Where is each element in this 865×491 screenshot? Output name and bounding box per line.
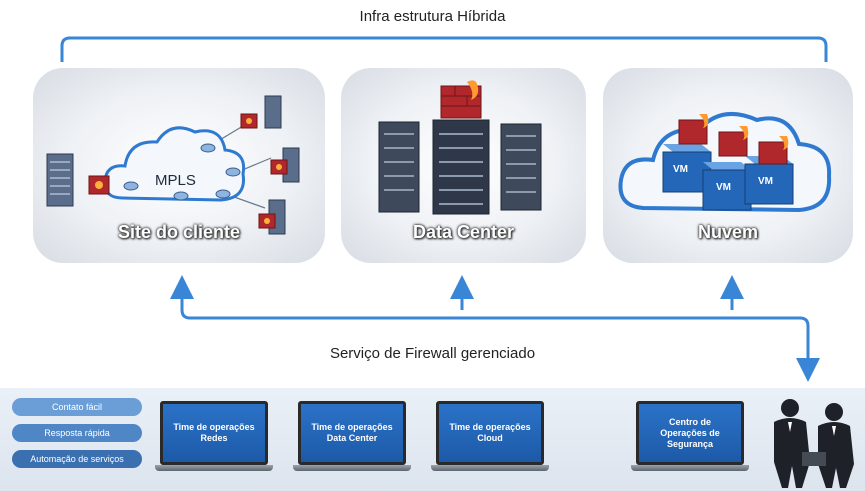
pill-resposta-rapida: Resposta rápida <box>12 424 142 442</box>
panel-data-center: Data Center <box>341 68 586 263</box>
vm-block-icon <box>662 144 794 211</box>
panel-label-nuvem: Nuvem <box>697 222 759 242</box>
firewall-icon <box>440 80 482 119</box>
laptop-base-icon <box>631 465 749 471</box>
laptop-time-data-center: Time de operações Data Center <box>293 401 411 471</box>
firewall-icon <box>678 119 788 165</box>
team-label: Centro de Operações de Segurança <box>636 401 744 465</box>
vm-label: VM <box>673 164 688 175</box>
server-rack-icon <box>46 153 74 207</box>
laptop-time-redes: Time de operações Redes <box>155 401 273 471</box>
laptop-time-cloud: Time de operações Cloud <box>431 401 549 471</box>
panel-label-site-do-cliente: Site do cliente <box>117 222 241 242</box>
data-center-graphic <box>378 80 542 215</box>
top-bracket <box>60 36 828 62</box>
team-label: Time de operações Cloud <box>436 401 544 465</box>
laptop-base-icon <box>431 465 549 471</box>
laptop-base-icon <box>293 465 411 471</box>
panel-nuvem: VM VM VM Nuvem <box>603 68 853 263</box>
panel-label-data-center: Data Center <box>412 222 515 242</box>
pill-contato-facil: Contato fácil <box>12 398 142 416</box>
laptop-centro-seguranca: Centro de Operações de Segurança <box>631 401 749 471</box>
vm-label: VM <box>758 176 773 187</box>
diagram-title: Infra estrutura Híbrida <box>359 8 506 25</box>
server-rack-icon <box>378 119 542 215</box>
mpls-label: MPLS <box>155 172 196 189</box>
service-title: Serviço de Firewall gerenciado <box>329 345 536 362</box>
laptop-base-icon <box>155 465 273 471</box>
cloud-vm-graphic <box>618 112 832 213</box>
team-label: Time de operações Data Center <box>298 401 406 465</box>
vm-label: VM <box>716 182 731 193</box>
pill-automacao-servicos: Automação de serviços <box>12 450 142 468</box>
mpls-network-graphic <box>46 95 300 235</box>
panel-site-do-cliente: MPLS Site do cliente <box>33 68 325 263</box>
business-people-icon <box>774 399 854 488</box>
team-label: Time de operações Redes <box>160 401 268 465</box>
